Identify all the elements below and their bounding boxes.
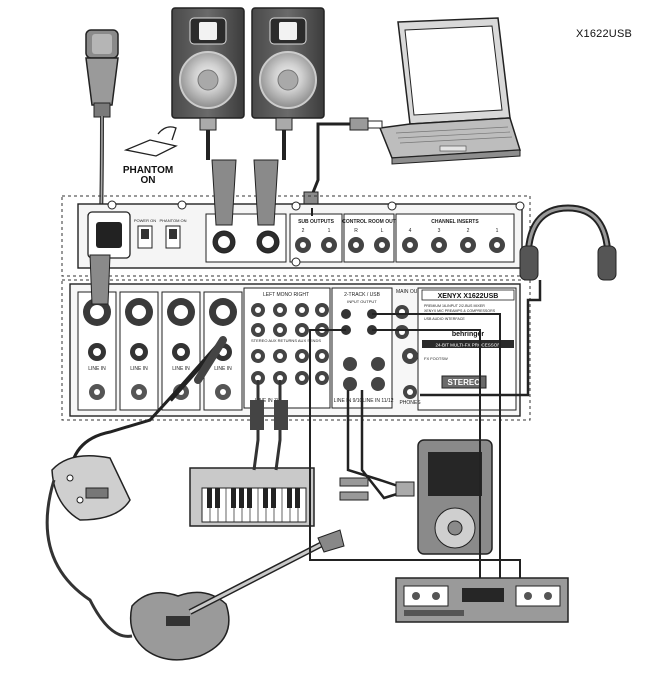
control-room-label: CONTROL ROOM OUT: [342, 219, 396, 225]
ctrl-jack-letter: R: [354, 228, 358, 234]
sub-outputs-label: SUB OUTPUTS: [298, 219, 335, 225]
speaker-cable: [199, 117, 293, 226]
stereo-line-label: LINE IN 7/8: [255, 398, 281, 404]
foot-switch-icon: [123, 126, 178, 157]
speaker-icon: [251, 7, 325, 119]
two-track-usb-label: 2-TRACK / USB: [344, 292, 381, 298]
insert-jack-number: 4: [409, 228, 412, 234]
main-out-label: MAIN OUT: [396, 289, 420, 295]
microphone-icon: [85, 29, 119, 118]
phantom-label-1: PHANTOM: [123, 165, 173, 176]
keyboard-icon: [189, 467, 315, 527]
bass-guitar-icon: [129, 529, 345, 661]
aux-returns-label: STEREO AUX RETURNS AUX SENDS: [251, 338, 321, 343]
media-player-icon: [417, 439, 493, 555]
usb-cable-icon: [303, 117, 383, 209]
insert-jack-number: 2: [467, 228, 470, 234]
fx-footsw-label: FX FOOTSW: [424, 356, 448, 361]
insert-jack-number: 1: [496, 228, 499, 234]
cassette-deck-icon: [395, 577, 569, 623]
model-label: X1622USB: [576, 28, 633, 40]
speaker-icon: [171, 7, 245, 119]
brand-logo: XENYX X1622USB: [438, 293, 499, 300]
mixer-back-panel: POWER ON PHANTOM ON SUB OUTPUTS 2 1 CONT…: [61, 195, 531, 277]
ctrl-jack-letter: L: [381, 228, 384, 234]
stereo-label: STEREO: [448, 378, 481, 387]
sub-jack-number: 2: [302, 228, 305, 234]
insert-jack-number: 3: [438, 228, 441, 234]
mixer-icon: LINE IN LINE IN LINE IN LI: [61, 279, 531, 421]
product-desc-1: PREMIUM 16-INPUT 2/2-BUS MIXER: [424, 304, 485, 308]
power-switch-label: POWER ON: [134, 218, 156, 223]
headphones-icon: [420, 204, 617, 397]
fx-processor-label: 24-BIT MULTI-FX PROCESSOR: [435, 343, 501, 348]
laptop-icon: [378, 17, 522, 165]
line-in-label: LINE IN: [130, 366, 148, 372]
sub-jack-number: 1: [328, 228, 331, 234]
channel-inserts-label: CHANNEL INSERTS: [431, 219, 479, 225]
behringer-logo: behringer: [452, 331, 485, 338]
phones-label: PHONES: [399, 400, 421, 406]
input-output-label: INPUT OUTPUT: [347, 299, 377, 304]
left-right-label: LEFT MONO RIGHT: [263, 292, 309, 298]
line-in-label: LINE IN: [88, 366, 106, 372]
product-desc-2: XENYX MIC PREAMPS & COMPRESSORS: [424, 309, 496, 313]
phantom-label-2: ON: [141, 175, 156, 186]
line-in-label: LINE IN: [214, 366, 232, 372]
phantom-switch-label: PHANTOM ON: [159, 218, 186, 223]
usb-audio-interface-label: USB AUDIO INTERFACE: [424, 317, 465, 321]
stereo-line-label: LINE IN 11/12: [362, 398, 393, 404]
line-in-label: LINE IN: [172, 366, 190, 372]
foot-switch-icon: [51, 455, 131, 521]
